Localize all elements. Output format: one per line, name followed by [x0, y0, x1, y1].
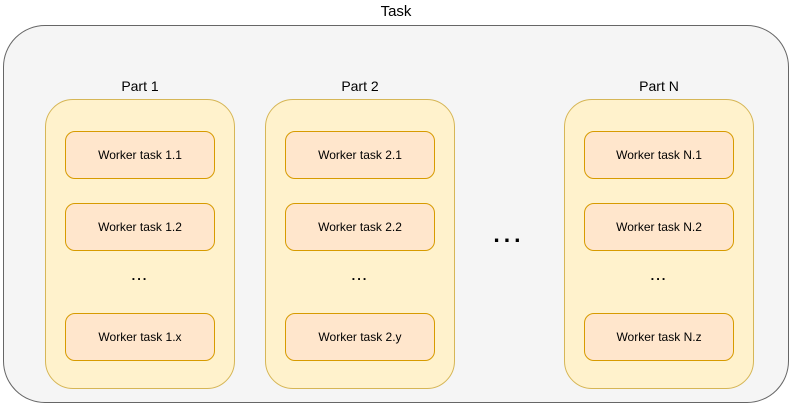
task-title-label: Task: [380, 3, 412, 20]
more-tasks-ellipsis: ...: [351, 268, 369, 283]
worker-task-box: Worker task 1.2: [65, 203, 215, 251]
worker-task-box: Worker task N.2: [584, 203, 734, 251]
task-container-box: Part 1 Worker task 1.1 Worker task 1.2 .…: [3, 25, 789, 403]
part-1-box: Worker task 1.1 Worker task 1.2 ... Work…: [45, 99, 235, 389]
more-tasks-ellipsis: ...: [650, 268, 668, 283]
worker-task-box: Worker task 2.1: [285, 131, 435, 179]
worker-task-box: Worker task 2.2: [285, 203, 435, 251]
part-group-n: Part N Worker task N.1 Worker task N.2 .…: [564, 74, 754, 389]
worker-task-box: Worker task 2.y: [285, 313, 435, 361]
part-group-1: Part 1 Worker task 1.1 Worker task 1.2 .…: [45, 74, 235, 389]
worker-task-box: Worker task N.1: [584, 131, 734, 179]
part-n-label: Part N: [639, 78, 679, 94]
more-tasks-ellipsis: ...: [131, 268, 149, 283]
part-n-box: Worker task N.1 Worker task N.2 ... Work…: [564, 99, 754, 389]
more-parts-ellipsis: ...: [493, 221, 525, 247]
part-group-2: Part 2 Worker task 2.1 Worker task 2.2 .…: [265, 74, 455, 389]
worker-task-box: Worker task 1.x: [65, 313, 215, 361]
part-1-label: Part 1: [121, 78, 159, 94]
part-2-label: Part 2: [341, 78, 379, 94]
part-2-box: Worker task 2.1 Worker task 2.2 ... Work…: [265, 99, 455, 389]
worker-task-box: Worker task 1.1: [65, 131, 215, 179]
worker-task-box: Worker task N.z: [584, 313, 734, 361]
